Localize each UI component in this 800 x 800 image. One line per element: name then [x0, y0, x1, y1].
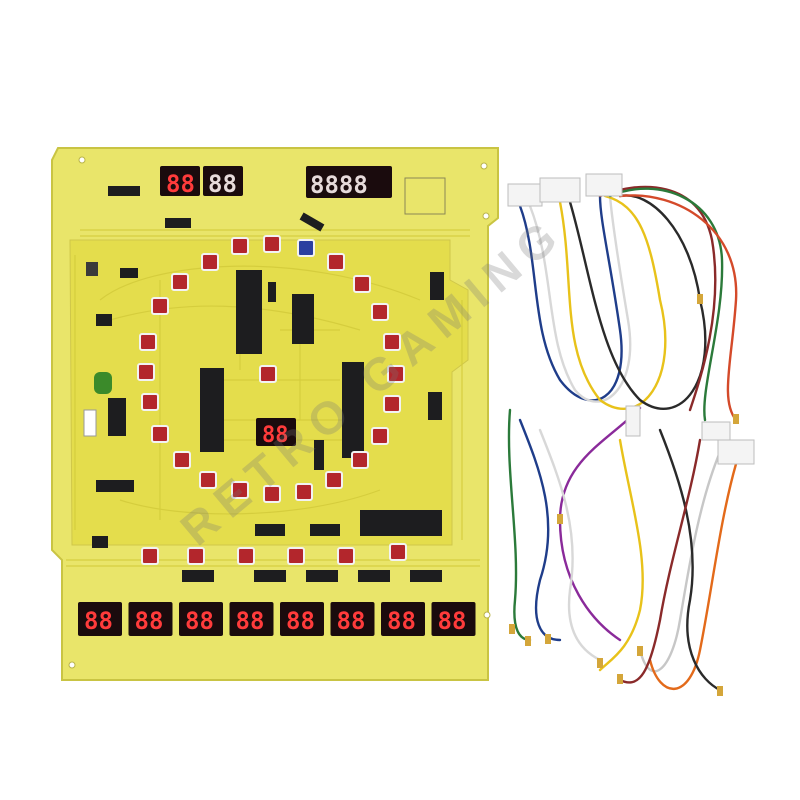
bottom-display-window: [431, 602, 476, 636]
wire: [618, 194, 738, 422]
wire: [558, 406, 642, 642]
bottom-display-window: [330, 602, 375, 636]
bottom-display-digits: 88: [84, 607, 113, 635]
wire: [558, 194, 667, 410]
lamp-socket: [171, 273, 189, 291]
center-digits: 88: [262, 423, 289, 448]
wire: [658, 428, 722, 692]
lamp-socket: [141, 393, 159, 411]
bottom-display-window: [381, 602, 425, 636]
lamp-socket: [327, 253, 345, 271]
lamp-socket: [389, 543, 407, 561]
wire-terminal: [697, 294, 703, 304]
wire-terminal: [545, 634, 551, 644]
lamp-socket: [263, 235, 281, 253]
wire-terminal: [733, 414, 739, 424]
lamp-socket: [137, 363, 155, 381]
bottom-display-digits: 88: [135, 607, 164, 635]
lamp-socket: [353, 275, 371, 293]
wire: [568, 194, 707, 410]
top-display-left: 88 88: [160, 166, 243, 198]
lamp-socket: [337, 547, 355, 565]
wire: [608, 187, 724, 422]
wire: [618, 438, 702, 684]
lamp-socket: [371, 427, 389, 445]
lamp-socket: [297, 239, 315, 257]
bottom-display-window: [179, 602, 223, 636]
bottom-display-digits: 88: [185, 607, 214, 635]
wire: [507, 408, 532, 642]
wire-terminal: [525, 636, 531, 646]
wire-terminal: [509, 624, 515, 634]
circuit-board: [51, 147, 499, 681]
wire: [648, 462, 738, 690]
wire-terminal: [717, 686, 723, 696]
bottom-display-window: [78, 602, 122, 636]
bottom-display-digits: 88: [387, 607, 416, 635]
bottom-display-digits: 88: [438, 607, 467, 635]
lamp-socket: [201, 253, 219, 271]
top-digit-right: 8888: [310, 171, 368, 199]
bottom-display-window: [128, 602, 173, 636]
lamp-socket: [387, 365, 405, 383]
lamp-ring: [137, 235, 407, 565]
bottom-display-digits: 88: [286, 607, 315, 635]
lamp-socket: [295, 483, 313, 501]
wire-terminal: [597, 658, 603, 668]
harness-connectors: [507, 173, 755, 465]
wire: [598, 438, 644, 672]
lamp-socket: [383, 333, 401, 351]
bottom-display-row: 88 88 88 88 88 88 88 88: [78, 602, 476, 636]
lamp-socket: [351, 451, 369, 469]
main-chips: [200, 270, 442, 536]
center-display: 88: [256, 418, 296, 448]
lamp-socket: [287, 547, 305, 565]
lamp-socket: [151, 297, 169, 315]
lamp-socket: [371, 303, 389, 321]
lamp-socket: [383, 395, 401, 413]
lamp-socket: [199, 471, 217, 489]
lamp-socket: [187, 547, 205, 565]
wire: [598, 185, 717, 412]
wire-terminal: [617, 674, 623, 684]
wire: [538, 428, 602, 662]
lamp-socket: [151, 425, 169, 443]
bottom-display-window: [229, 602, 274, 636]
bottom-display-digits: 88: [236, 607, 265, 635]
lamp-socket: [231, 481, 249, 499]
lamp-socket: [259, 365, 277, 383]
lamp-socket: [325, 471, 343, 489]
lamp-socket: [231, 237, 249, 255]
bottom-display-digits: 88: [337, 607, 366, 635]
bottom-ics: [182, 570, 442, 582]
top-display-right: 8888: [306, 166, 392, 199]
wire: [518, 418, 562, 642]
lamp-socket: [139, 333, 157, 351]
top-components: [83, 177, 446, 548]
wire-terminal: [557, 514, 563, 524]
top-digit-left-1: 88: [166, 170, 195, 198]
lamp-socket: [173, 451, 191, 469]
bottom-display-window: [280, 602, 324, 636]
wire-terminal: [637, 646, 643, 656]
lamp-socket: [237, 547, 255, 565]
lamp-socket: [141, 547, 159, 565]
top-digit-left-2: 88: [208, 170, 237, 198]
wire: [528, 194, 632, 403]
wire-harness: [507, 185, 739, 696]
lamp-socket: [263, 485, 281, 503]
